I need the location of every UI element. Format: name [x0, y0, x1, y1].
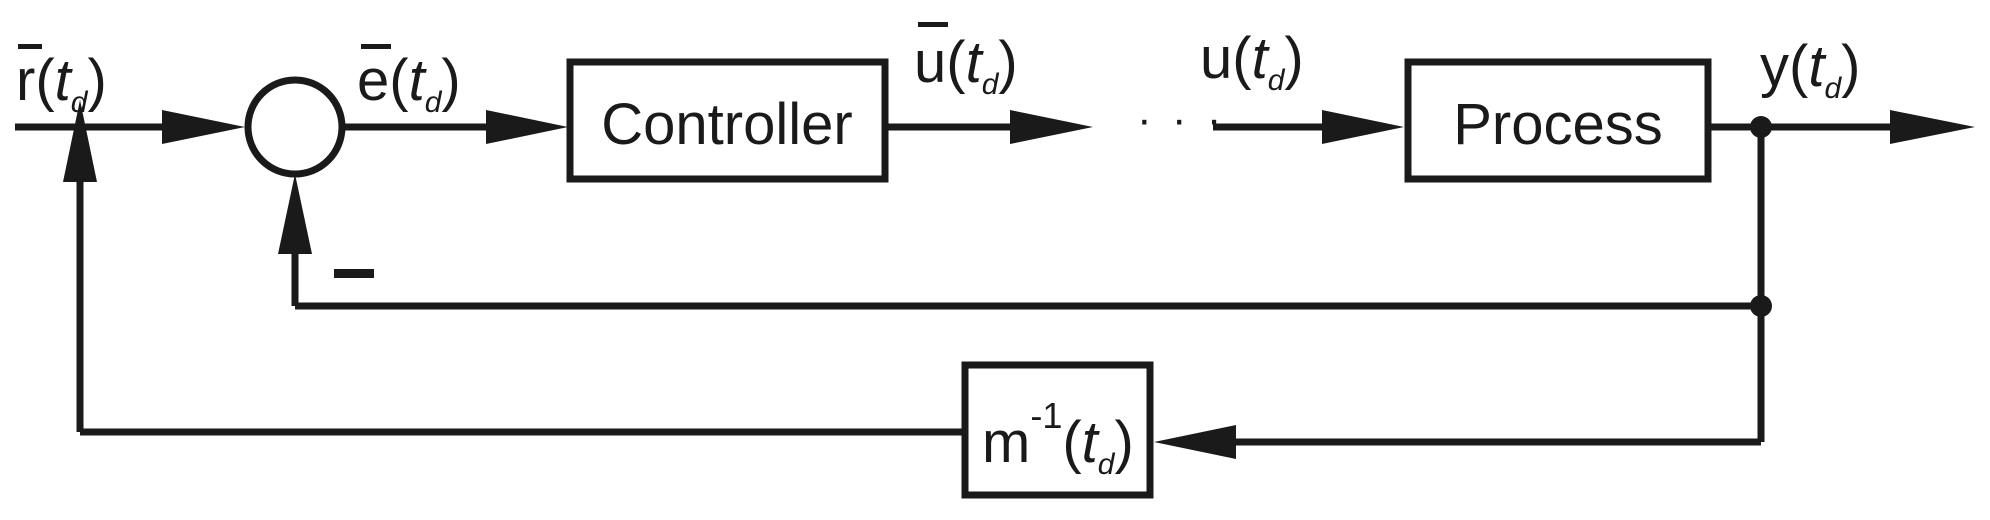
arrow-feedback-into-reference [63, 100, 97, 182]
minus-sign-bar [334, 269, 374, 278]
process-block [1404, 58, 1712, 183]
inverse-base: m [982, 410, 1030, 475]
svg-text:r(td): r(td) [16, 48, 107, 119]
controller-label: Controller [601, 92, 852, 157]
summing-junction [244, 76, 346, 178]
arrow-into-process [1322, 110, 1404, 144]
inverse-close-paren: ) [1114, 410, 1133, 475]
arrow-into-inverse-block [1154, 425, 1236, 459]
signal-label-r-bar: r(td) [16, 44, 107, 119]
arrow-control-out [1010, 110, 1093, 144]
ellipsis: · · · [1137, 95, 1225, 144]
inverse-block-label: m-1(td) [982, 395, 1134, 481]
svg-text:e(td): e(td) [357, 48, 461, 119]
signal-label-u: u(td) [1200, 26, 1304, 97]
arrow-output [1890, 110, 1975, 144]
arrow-into-controller [486, 110, 568, 144]
inverse-subscript: d [1098, 448, 1116, 481]
inverse-open-paren: ( [1062, 410, 1081, 475]
signal-label-u-bar: u(td) [914, 22, 1018, 101]
arrow-feedback-into-junction [278, 174, 312, 254]
svg-text:u(td): u(td) [914, 30, 1018, 101]
inverse-superscript: -1 [1030, 395, 1062, 436]
process-label: Process [1453, 92, 1663, 157]
arrow-into-junction [162, 110, 245, 144]
inverse-block [961, 361, 1154, 499]
signal-label-e-bar: e(td) [357, 44, 461, 119]
inverse-var: t [1082, 410, 1101, 475]
controller-block [566, 58, 889, 183]
signal-label-y: y(td) [1760, 34, 1860, 105]
